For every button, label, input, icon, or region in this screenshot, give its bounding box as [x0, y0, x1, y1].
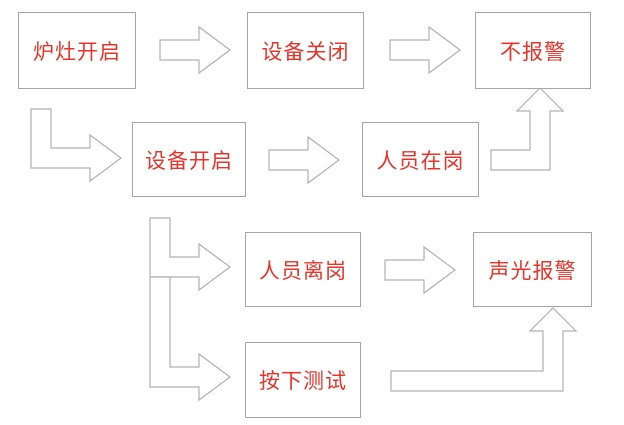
node-label: 设备开启: [145, 148, 233, 173]
node-label: 人员在岗: [376, 148, 465, 173]
arrow-device-on-to-person-on-duty: [268, 135, 341, 185]
node-person-off-duty[interactable]: 人员离岗: [245, 232, 361, 307]
arrow-stove-on-to-device-on: [30, 108, 123, 183]
node-person-on-duty[interactable]: 人员在岗: [362, 122, 479, 197]
node-audible-visual-alarm[interactable]: 声光报警: [473, 232, 592, 307]
arrow-device-on-to-person-off-duty: [149, 217, 232, 292]
node-label: 设备关闭: [261, 39, 350, 64]
node-label: 声光报警: [488, 258, 577, 283]
node-no-alarm[interactable]: 不报警: [475, 12, 591, 89]
node-device-on[interactable]: 设备开启: [132, 122, 246, 197]
arrow-device-off-to-no-alarm: [389, 25, 462, 75]
arrow-person-off-duty-to-alarm: [384, 245, 457, 295]
arrow-person-on-duty-to-no-alarm: [490, 87, 565, 171]
node-label: 炉灶开启: [33, 39, 121, 64]
arrow-press-test-to-alarm: [390, 307, 578, 392]
node-label: 按下测试: [259, 369, 347, 393]
node-stove-on[interactable]: 炉灶开启: [18, 12, 136, 89]
node-label: 不报警: [500, 39, 566, 64]
node-device-off[interactable]: 设备关闭: [247, 12, 364, 89]
arrow-device-on-to-press-test: [149, 276, 232, 402]
node-press-test[interactable]: 按下测试: [245, 342, 361, 418]
arrow-stove-on-to-device-off: [159, 25, 232, 75]
node-label: 人员离岗: [259, 258, 347, 283]
